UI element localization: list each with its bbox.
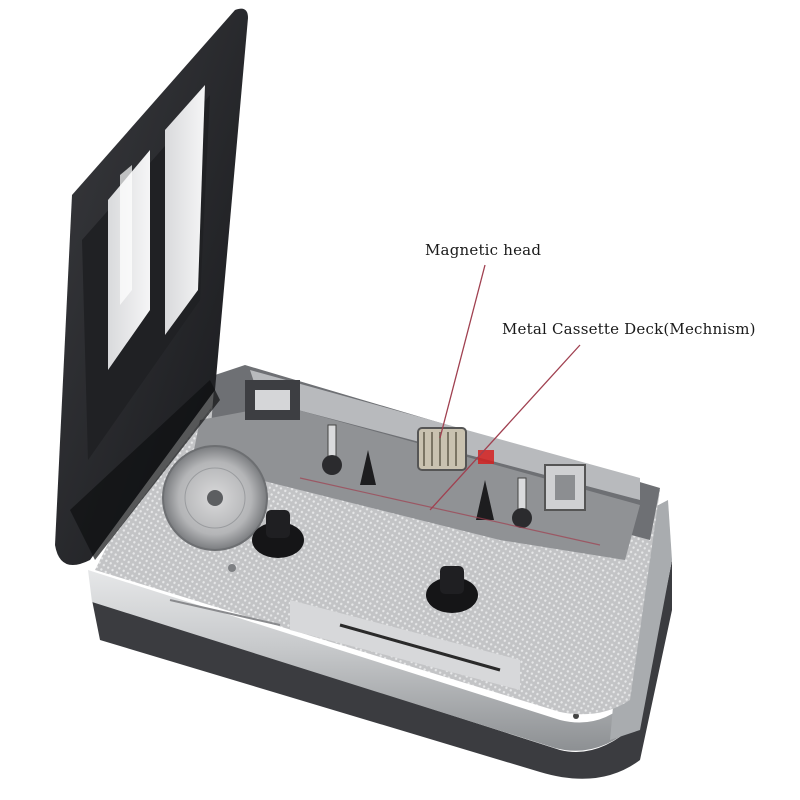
cassette-deck-label: Metal Cassette Deck(Mechnism): [502, 320, 756, 338]
mechanism-details: [245, 380, 586, 528]
callout-lines: [299, 264, 601, 546]
spindle-knobs: [252, 510, 478, 613]
screw: [228, 564, 236, 572]
magnetic-head-label: Magnetic head: [425, 241, 542, 259]
reel-hub: [162, 445, 268, 551]
cassette-lid: [55, 8, 248, 566]
